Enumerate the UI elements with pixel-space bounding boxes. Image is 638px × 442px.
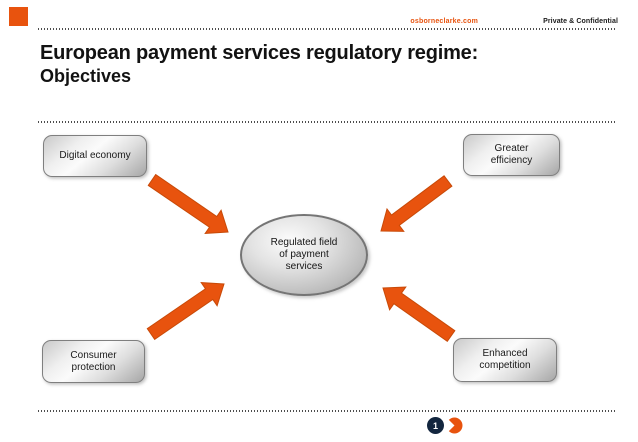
page-number: 1	[432, 420, 438, 431]
footer-divider	[38, 410, 616, 412]
center-ellipse-line2: of payment	[279, 249, 329, 260]
osborne-clarke-logo-icon	[448, 417, 463, 434]
confidentiality-label: Private & Confidential	[543, 18, 618, 25]
box-consumer-protection-label: Consumer protection	[70, 349, 117, 373]
website-text: osborneclarke.com	[410, 18, 478, 25]
arrow-top-left-icon	[147, 173, 229, 234]
slide-title-line2: Objectives	[40, 66, 132, 86]
title-divider	[38, 121, 616, 123]
center-ellipse: Regulated field of payment services	[240, 214, 368, 296]
slide-title-line1: European payment services regulatory reg…	[40, 42, 479, 64]
box-enhanced-competition: Enhanced competition	[453, 338, 557, 382]
box-digital-economy: Digital economy	[43, 135, 147, 177]
center-ellipse-line3: services	[285, 261, 323, 272]
page-number-badge: 1	[427, 417, 444, 434]
arrow-bottom-left-icon	[146, 282, 225, 341]
box-greater-efficiency-label: Greater efficiency	[490, 143, 533, 166]
brand-square-icon	[9, 7, 28, 26]
box-greater-efficiency: Greater efficiency	[463, 134, 560, 176]
box-digital-economy-label: Digital economy	[59, 150, 131, 161]
center-ellipse-line1: Regulated field	[270, 237, 338, 248]
arrow-bottom-right-icon	[382, 286, 456, 342]
box-consumer-protection: Consumer protection	[42, 340, 145, 383]
header-divider	[38, 28, 616, 30]
arrow-top-right-icon	[380, 175, 453, 232]
box-enhanced-competition-label: Enhanced competition	[479, 348, 531, 371]
